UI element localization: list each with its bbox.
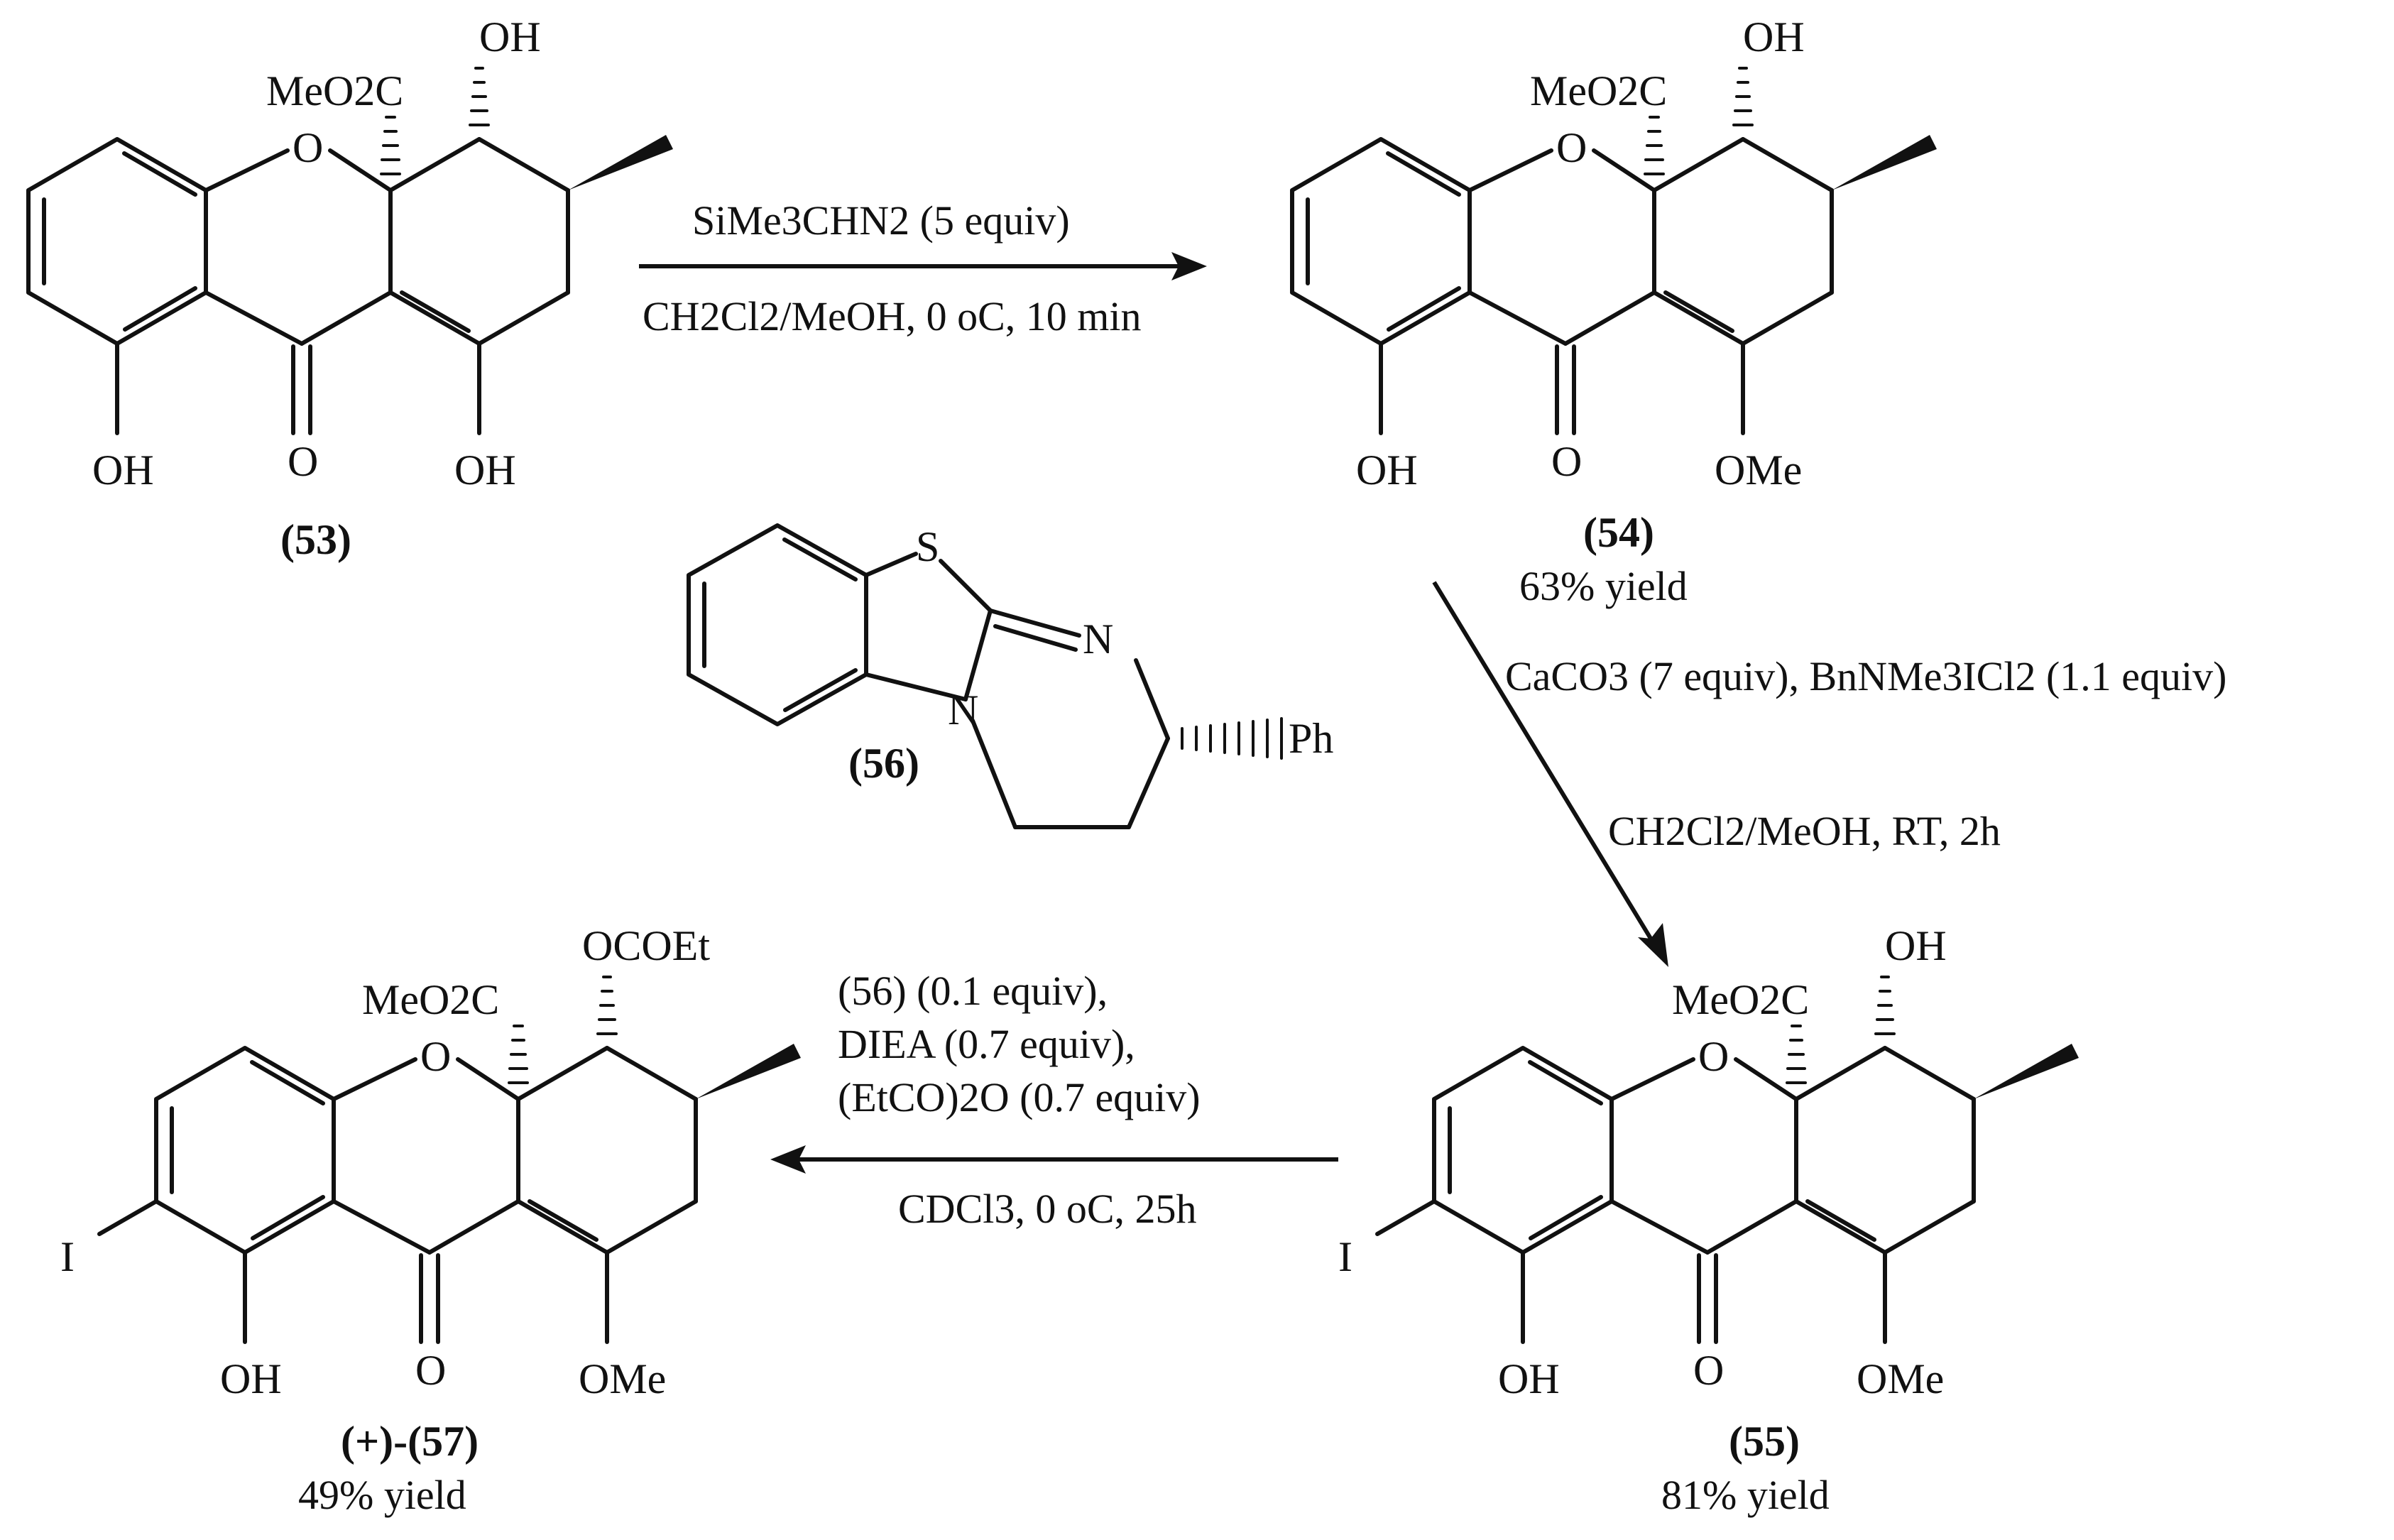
compound-53: MeO2C OH O O OH OH (53) bbox=[26, 13, 673, 563]
compound-57-label: (+)-(57) bbox=[341, 1418, 479, 1465]
compound-54-bonds bbox=[1290, 137, 1834, 435]
compound-57-hash-ester bbox=[508, 1025, 529, 1084]
compound-57-yield: 49% yield bbox=[298, 1472, 466, 1518]
compound-53-bonds bbox=[26, 137, 570, 435]
compound-57-wedge-methyl bbox=[696, 1044, 801, 1099]
compound-57-ome: OMe bbox=[579, 1355, 666, 1402]
compound-53-carbonyl-oxygen: O bbox=[288, 438, 318, 485]
compound-54: MeO2C OH O O OH OMe (54) 63% yield bbox=[1290, 13, 1937, 609]
compound-57-label-prefix: (+)- bbox=[341, 1418, 408, 1465]
compound-55-label: (55) bbox=[1729, 1418, 1800, 1465]
compound-54-oh-left: OH bbox=[1356, 447, 1418, 493]
compound-55-carbonyl-oxygen: O bbox=[1693, 1347, 1724, 1394]
compound-55-ring-oxygen: O bbox=[1698, 1033, 1729, 1080]
compound-57-ester: MeO2C bbox=[362, 976, 499, 1023]
compound-53-ester: MeO2C bbox=[266, 67, 403, 114]
reaction-3-conditions: CDCl3, 0 oC, 25h bbox=[898, 1186, 1197, 1232]
compound-54-ome: OMe bbox=[1715, 447, 1802, 493]
compound-56-ring-nitrogen: N bbox=[1083, 616, 1113, 662]
compound-54-hash-ester bbox=[1644, 116, 1665, 175]
compound-57-ocoet: OCOEt bbox=[582, 922, 710, 969]
compound-55-iodo: I bbox=[1338, 1233, 1352, 1280]
compound-56-label: (56) bbox=[848, 740, 919, 787]
compound-56-bonds bbox=[687, 523, 1170, 829]
compound-57-oh-left: OH bbox=[220, 1355, 282, 1402]
compound-54-ester: MeO2C bbox=[1530, 67, 1667, 114]
compound-56-bridge-nitrogen: N bbox=[948, 687, 978, 733]
reaction-1-reagent: SiMe3CHN2 (5 equiv) bbox=[692, 197, 1070, 244]
compound-56-sulfur: S bbox=[916, 523, 939, 570]
compound-53-hash-ester bbox=[380, 116, 401, 175]
reaction-arrow-3 bbox=[770, 1145, 1338, 1174]
compound-54-label: (54) bbox=[1583, 509, 1654, 556]
reaction-arrow-1 bbox=[639, 252, 1207, 280]
compound-55: MeO2C OH O O OH OMe I (55) 81% yield bbox=[1338, 922, 2079, 1518]
compound-55-oh-left: OH bbox=[1498, 1355, 1560, 1402]
compound-55-hash-oh bbox=[1874, 976, 1896, 1035]
compound-54-ring-oxygen: O bbox=[1556, 124, 1587, 171]
compound-57-ring-oxygen: O bbox=[420, 1033, 451, 1080]
compound-55-ester: MeO2C bbox=[1672, 976, 1809, 1023]
compound-53-oh-left: OH bbox=[92, 447, 154, 493]
compound-53-label: (53) bbox=[280, 516, 351, 563]
compound-55-hash-ester bbox=[1786, 1025, 1807, 1084]
compound-56-phenyl: Ph bbox=[1289, 715, 1333, 762]
compound-54-yield: 63% yield bbox=[1519, 563, 1688, 609]
compound-54-oh-top: OH bbox=[1743, 13, 1805, 60]
reaction-arrow-2 bbox=[1432, 581, 1668, 967]
compound-56-hash-ph bbox=[1181, 717, 1283, 760]
compound-55-wedge-methyl bbox=[1974, 1044, 2079, 1099]
compound-57-iodo: I bbox=[60, 1233, 75, 1280]
compound-53-oh-right: OH bbox=[454, 447, 516, 493]
compound-57-carbonyl-oxygen: O bbox=[415, 1347, 446, 1394]
compound-53-ring-oxygen: O bbox=[293, 124, 323, 171]
reaction-2-reagents: CaCO3 (7 equiv), BnNMe3ICl2 (1.1 equiv) bbox=[1505, 653, 2226, 699]
compound-55-bonds bbox=[1375, 1046, 1976, 1344]
compound-57-label-number: (57) bbox=[408, 1418, 479, 1465]
reaction-1-conditions: CH2Cl2/MeOH, 0 oC, 10 min bbox=[643, 293, 1142, 339]
compound-54-carbonyl-oxygen: O bbox=[1551, 438, 1582, 485]
reaction-3-catalyst: (56) (0.1 equiv), bbox=[838, 968, 1108, 1014]
compound-54-wedge-methyl bbox=[1832, 135, 1937, 190]
reaction-3-anhydride: (EtCO)2O (0.7 equiv) bbox=[838, 1074, 1201, 1120]
reaction-3-base: DIEA (0.7 equiv), bbox=[838, 1021, 1135, 1067]
compound-55-oh-top: OH bbox=[1885, 922, 1947, 969]
compound-54-hash-oh bbox=[1732, 67, 1754, 126]
compound-56: S N N Ph (56) bbox=[687, 523, 1333, 829]
reaction-2-conditions: CH2Cl2/MeOH, RT, 2h bbox=[1608, 808, 2001, 854]
compound-55-yield: 81% yield bbox=[1661, 1472, 1830, 1518]
compound-53-wedge-methyl bbox=[568, 135, 673, 190]
compound-55-ome: OMe bbox=[1857, 1355, 1944, 1402]
compound-53-hash-oh bbox=[469, 67, 490, 126]
compound-53-oh-top: OH bbox=[479, 13, 541, 60]
compound-57-bonds bbox=[97, 1046, 698, 1344]
compound-57-hash-ocoet bbox=[596, 976, 618, 1035]
compound-57: MeO2C OCOEt O O OH OMe I (+)-(57) 49% yi… bbox=[60, 922, 801, 1518]
